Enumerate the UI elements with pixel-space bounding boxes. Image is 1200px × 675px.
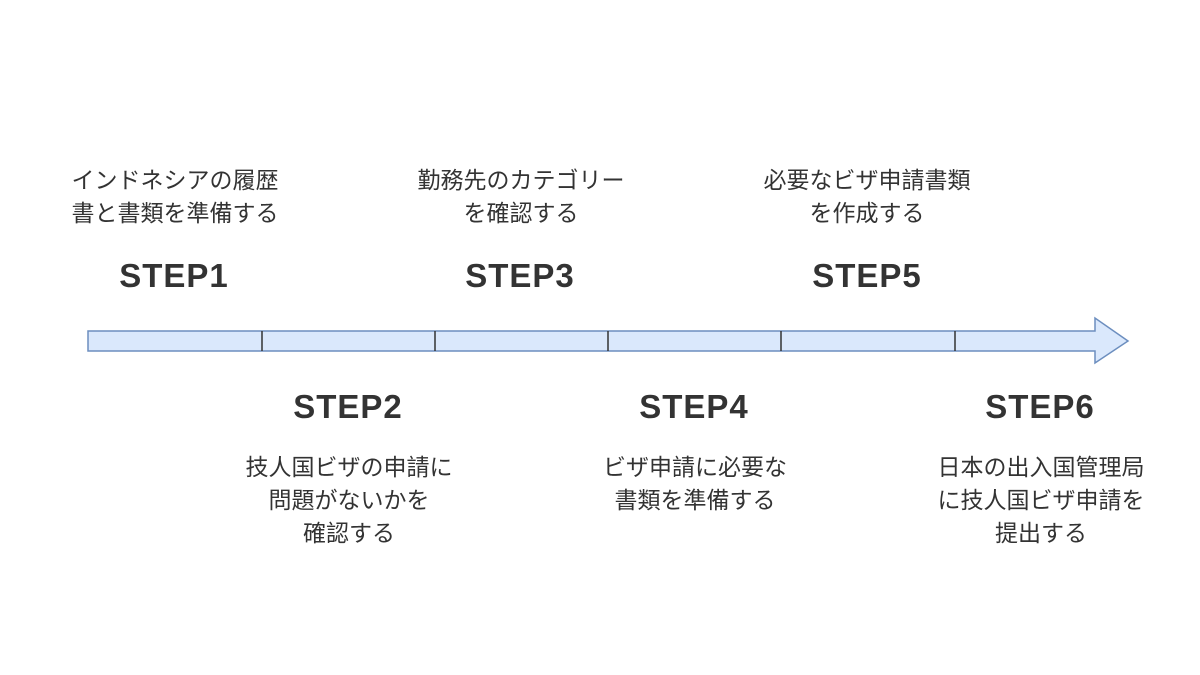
step4-description: ビザ申請に必要な 書類を準備する	[603, 455, 787, 514]
step4-label: STEP4	[639, 388, 749, 425]
step2-description: 技人国ビザの申請に 問題がないかを 確認する	[245, 455, 453, 547]
step5-description: 必要なビザ申請書類 を作成する	[763, 168, 971, 227]
step3-label: STEP3	[465, 257, 575, 294]
step1-label: STEP1	[119, 257, 229, 294]
step6-description: 日本の出入国管理局 に技人国ビザ申請を 提出する	[937, 455, 1145, 547]
step2-label: STEP2	[293, 388, 403, 425]
step6-label: STEP6	[985, 388, 1095, 425]
step3-description: 勤務先のカテゴリー を確認する	[417, 168, 625, 227]
step5-label: STEP5	[812, 257, 922, 294]
step1-description: インドネシアの履歴 書と書類を準備する	[71, 168, 279, 227]
